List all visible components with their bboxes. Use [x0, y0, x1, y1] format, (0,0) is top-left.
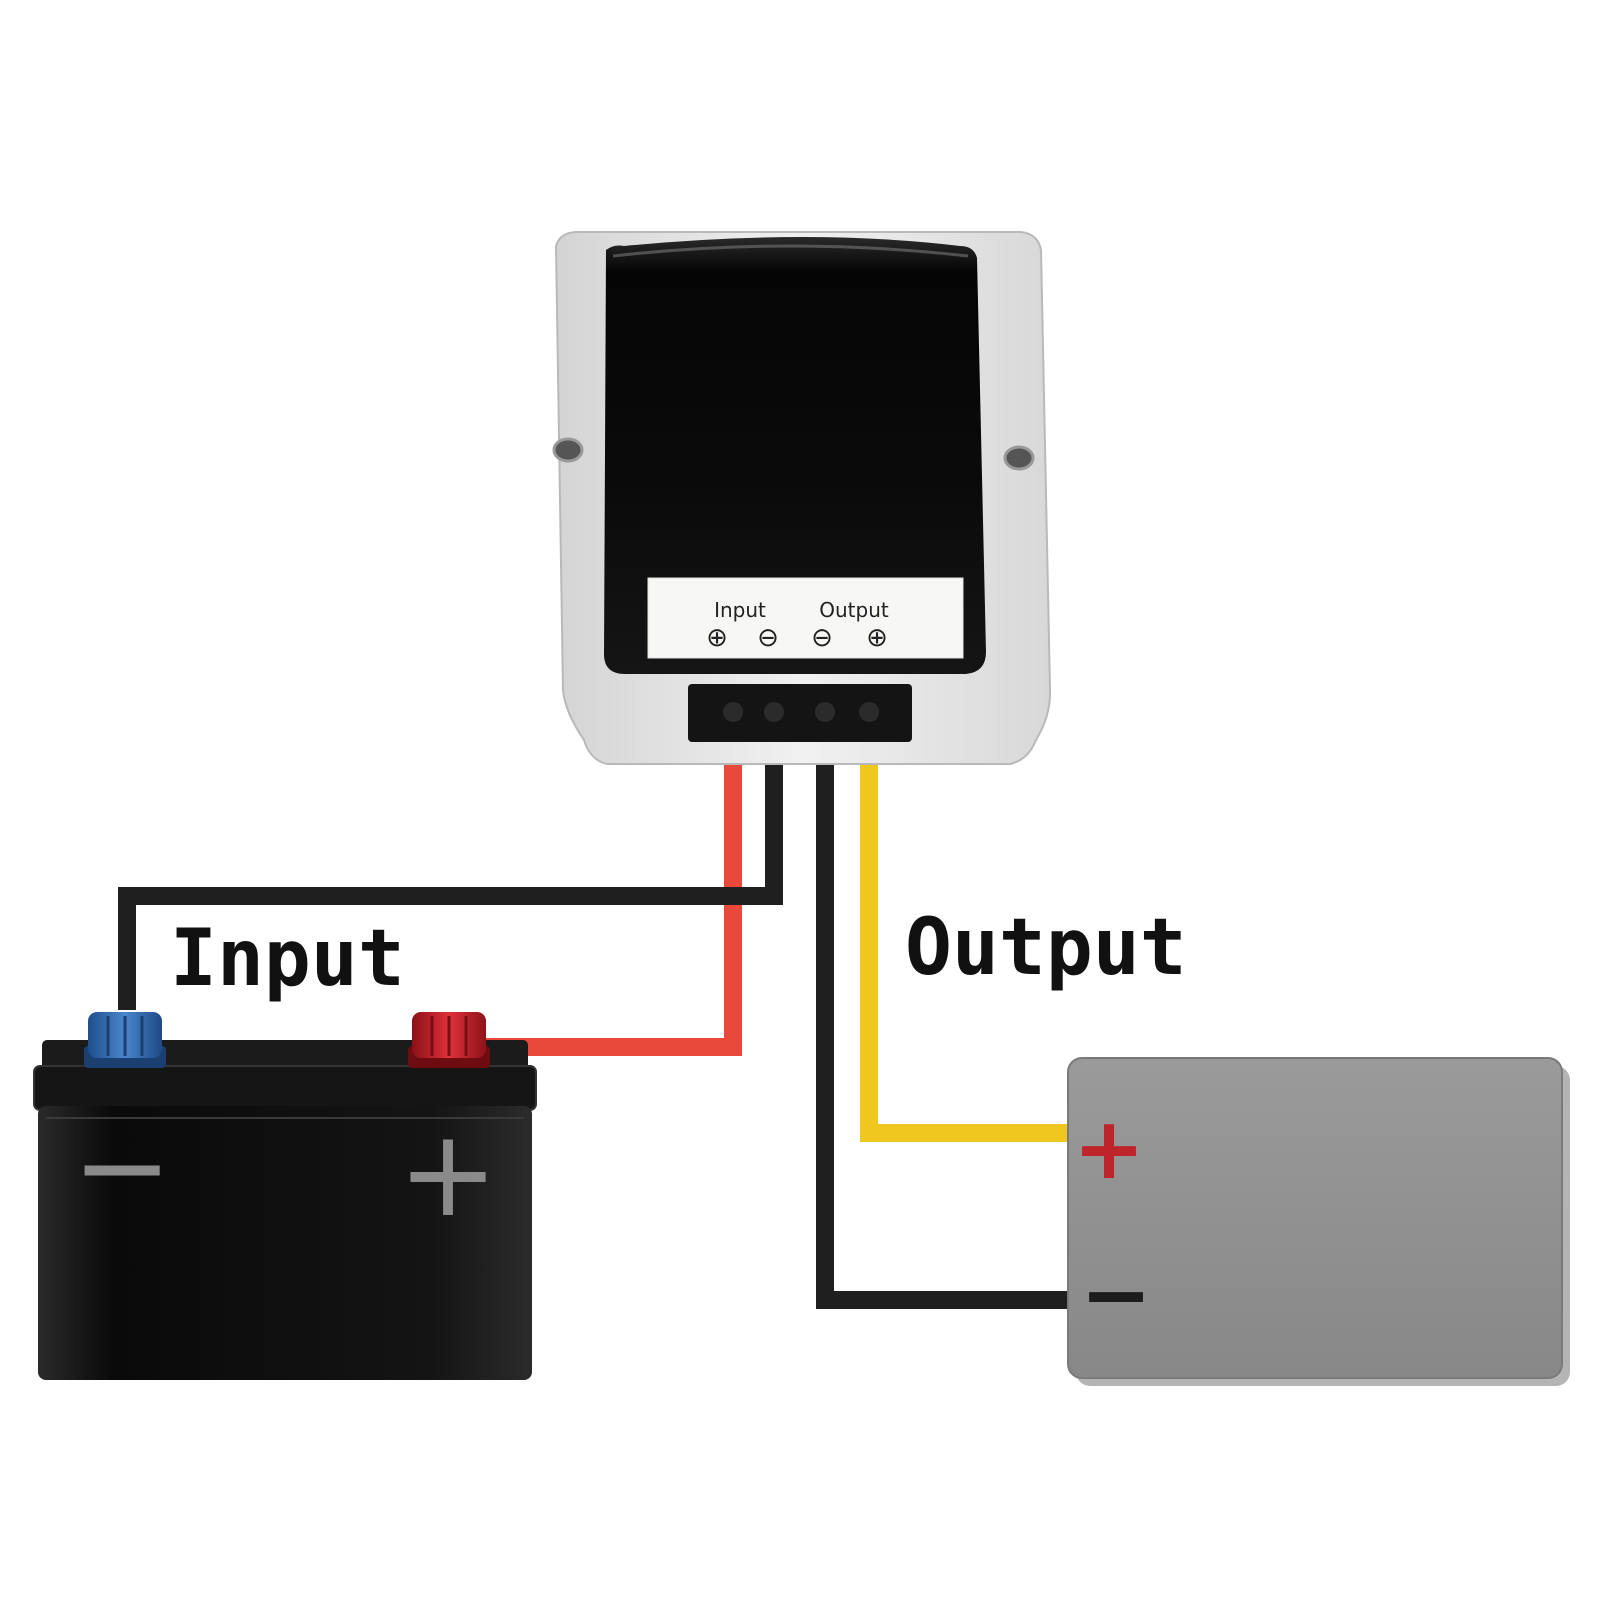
gland-port-3 [815, 702, 835, 722]
converter-black-top [604, 237, 986, 674]
black-input-negative-wire [118, 718, 783, 1010]
gland-port-1 [723, 702, 743, 722]
dc-converter-module: Input Output ⊕ ⊖ ⊖ ⊕ [552, 231, 1052, 765]
gland-port-2 [764, 702, 784, 722]
red-input-positive-wire [482, 728, 742, 1056]
load-positive-symbol: + [1073, 1099, 1145, 1199]
yellow-output-positive-wire [860, 728, 1068, 1142]
output-load: + − [1067, 1057, 1570, 1386]
battery-negative-symbol: − [72, 1098, 173, 1237]
converter-cable-gland [688, 684, 912, 742]
converter-label-panel [647, 577, 964, 659]
panel-output-text: Output [819, 598, 889, 622]
panel-terminal-1-symbol: ⊕ [706, 623, 728, 653]
mounting-hole-right [1003, 445, 1035, 471]
battery-positive-symbol: + [398, 1105, 499, 1244]
gland-port-4 [859, 702, 879, 722]
input-label: Input [170, 914, 405, 1004]
panel-input-text: Input [714, 598, 766, 622]
wires [118, 718, 1068, 1309]
load-negative-symbol: − [1080, 1245, 1152, 1345]
input-battery: − + [33, 1012, 537, 1380]
panel-terminal-4-symbol: ⊕ [866, 623, 888, 653]
battery-body [38, 1106, 532, 1380]
black-output-negative-wire [816, 718, 1068, 1309]
output-label: Output [905, 903, 1187, 993]
mounting-hole-left [552, 437, 584, 463]
load-body [1067, 1057, 1563, 1379]
converter-top-rim [612, 244, 969, 258]
panel-terminal-3-symbol: ⊖ [811, 623, 833, 653]
panel-terminal-2-symbol: ⊖ [757, 623, 779, 653]
